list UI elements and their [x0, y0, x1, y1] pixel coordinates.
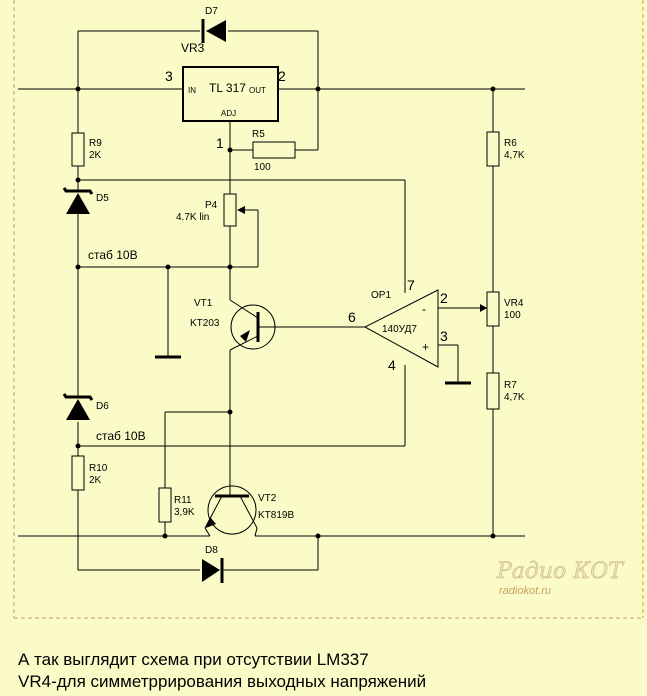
d8-diode: D8 [202, 545, 224, 583]
svg-text:3: 3 [165, 68, 173, 84]
svg-text:3,9K: 3,9K [174, 507, 195, 518]
svg-text:D8: D8 [205, 545, 218, 556]
svg-text:R6: R6 [504, 138, 517, 149]
svg-text:VR4: VR4 [504, 298, 524, 309]
svg-text:6: 6 [348, 309, 356, 325]
r11-resistor: R11 3,9K [158, 487, 195, 523]
svg-text:R9: R9 [89, 138, 102, 149]
svg-text:radiokot.ru: radiokot.ru [499, 585, 551, 597]
stab-label-top: стаб 10В [88, 248, 138, 262]
svg-text:R7: R7 [504, 380, 517, 391]
svg-text:OUT: OUT [249, 86, 266, 95]
svg-text:2K: 2K [89, 475, 102, 486]
stab-label-bottom: стаб 10В [96, 429, 146, 443]
p4-potentiometer: P4 4.7K lin [176, 193, 258, 227]
svg-text:R10: R10 [89, 463, 108, 474]
svg-text:3: 3 [440, 328, 448, 344]
svg-text:TL 317: TL 317 [209, 81, 246, 95]
svg-text:7: 7 [407, 277, 415, 293]
svg-text:IN: IN [188, 86, 196, 95]
svg-text:VT2: VT2 [258, 493, 277, 504]
vr4-trimmer: VR4 100 [480, 291, 524, 327]
svg-text:2: 2 [278, 68, 286, 84]
svg-text:-: - [422, 302, 426, 316]
vt2-transistor: VT2 KT819B [204, 470, 294, 537]
svg-text:P4: P4 [205, 200, 218, 211]
svg-text:R5: R5 [252, 129, 265, 140]
wires [18, 30, 525, 571]
caption-line-2: VR4-для симметррирования выходных напряж… [18, 672, 427, 691]
svg-text:KT203: KT203 [190, 318, 220, 329]
d5-zener: D5 [62, 187, 109, 214]
svg-text:4,7K: 4,7K [504, 392, 525, 403]
svg-text:VT1: VT1 [194, 298, 213, 309]
svg-text:1: 1 [216, 135, 224, 151]
svg-text:VR3: VR3 [181, 41, 205, 55]
svg-text:2: 2 [440, 290, 448, 306]
svg-text:140УД7: 140УД7 [382, 324, 417, 335]
svg-text:OP1: OP1 [371, 290, 391, 301]
svg-text:D5: D5 [96, 193, 109, 204]
caption-line-1: А так выглядит схема при отсутствии LM33… [18, 650, 369, 669]
svg-text:D6: D6 [96, 401, 109, 412]
watermark: Радио КОТ radiokot.ru [496, 559, 626, 597]
svg-text:4.7K lin: 4.7K lin [176, 212, 209, 223]
r5-resistor: R5 100 [252, 129, 296, 173]
svg-text:KT819B: KT819B [258, 510, 294, 521]
svg-text:ADJ: ADJ [221, 109, 236, 118]
r10-resistor: R10 2K [71, 455, 108, 491]
dashed-frame [13, 0, 644, 619]
r9-resistor: R9 2K [71, 132, 102, 167]
svg-text:4,7K: 4,7K [504, 150, 525, 161]
ground-symbols [155, 355, 471, 385]
svg-text:D7: D7 [205, 6, 218, 17]
svg-text:Радио КОТ: Радио КОТ [496, 559, 625, 584]
d6-zener: D6 [62, 393, 109, 420]
d7-diode: D7 [201, 6, 226, 43]
svg-text:2K: 2K [89, 150, 102, 161]
svg-text:100: 100 [504, 310, 521, 321]
vr3-regulator: IN TL 317 OUT ADJ VR3 3 2 1 [165, 41, 286, 151]
op1-opamp: OP1 140УД7 - + 7 2 3 4 6 [348, 277, 448, 373]
svg-text:R11: R11 [174, 495, 192, 506]
svg-text:+: + [422, 340, 429, 354]
junction-dots [75, 86, 496, 539]
vt1-transistor: VT1 KT203 [190, 298, 276, 351]
svg-text:100: 100 [254, 162, 271, 173]
r7-resistor: R7 4,7K [486, 372, 525, 410]
r6-resistor: R6 4,7K [486, 131, 525, 167]
svg-text:4: 4 [388, 357, 396, 373]
